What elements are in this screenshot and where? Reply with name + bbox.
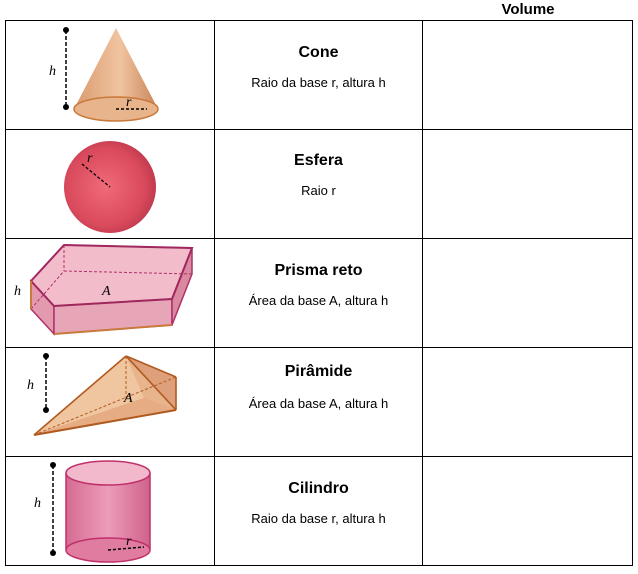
cylinder-icon: h r — [34, 460, 151, 563]
area-label: A — [101, 284, 111, 299]
shape-description: Raio r — [301, 183, 336, 198]
figure-cell: h A — [5, 347, 215, 457]
cone-icon: h r — [49, 27, 159, 122]
shape-name: Prisma reto — [274, 262, 363, 279]
height-label: h — [27, 378, 34, 393]
shape-name: Cone — [298, 44, 339, 61]
radius-label: r — [87, 151, 93, 166]
info-cell: Esfera Raio r — [214, 129, 423, 239]
table-row-sphere: r Esfera Raio r — [5, 129, 633, 239]
shape-description: Raio da base r, altura h — [251, 75, 386, 90]
volume-cell[interactable] — [422, 129, 633, 239]
height-label: h — [34, 496, 41, 511]
table-row-prism: h A Prisma reto Área da base A, altura h — [5, 238, 633, 348]
height-label: h — [49, 64, 56, 79]
volume-cell[interactable] — [422, 238, 633, 348]
table-row-cylinder: h r Cilindro Raio da base r, altura h — [5, 456, 633, 566]
figure-cell: h r — [5, 456, 215, 566]
shape-name: Esfera — [294, 152, 343, 169]
area-label: A — [123, 391, 133, 406]
shape-description: Raio da base r, altura h — [251, 511, 386, 526]
shape-name: Pirâmide — [284, 363, 353, 380]
radius-label: r — [126, 534, 132, 549]
volume-cell[interactable] — [422, 456, 633, 566]
radius-label: r — [126, 95, 132, 110]
sphere-icon: r — [64, 141, 156, 233]
shapes-table: h r Cone Raio da base r, altura h — [5, 20, 633, 566]
table-row-cone: h r Cone Raio da base r, altura h — [5, 20, 633, 130]
shape-description: Área da base A, altura h — [248, 293, 389, 308]
info-cell: Pirâmide Área da base A, altura h — [214, 347, 423, 457]
info-cell: Cone Raio da base r, altura h — [214, 20, 423, 130]
shape-name: Cilindro — [288, 480, 349, 497]
figure-cell: r — [5, 129, 215, 239]
volume-column-header: Volume — [501, 1, 555, 18]
shape-description: Área da base A, altura h — [248, 396, 389, 411]
pyramid-icon: h A — [27, 353, 177, 436]
volume-cell[interactable] — [422, 20, 633, 130]
figure-cell: h r — [5, 20, 215, 130]
figure-cell: h A — [5, 238, 215, 348]
prism-icon: h A — [14, 243, 194, 336]
info-cell: Prisma reto Área da base A, altura h — [214, 238, 423, 348]
volume-cell[interactable] — [422, 347, 633, 457]
height-label: h — [14, 284, 21, 299]
info-cell: Cilindro Raio da base r, altura h — [214, 456, 423, 566]
table-row-pyramid: h A Pirâmide Área da base A, altura h — [5, 347, 633, 457]
